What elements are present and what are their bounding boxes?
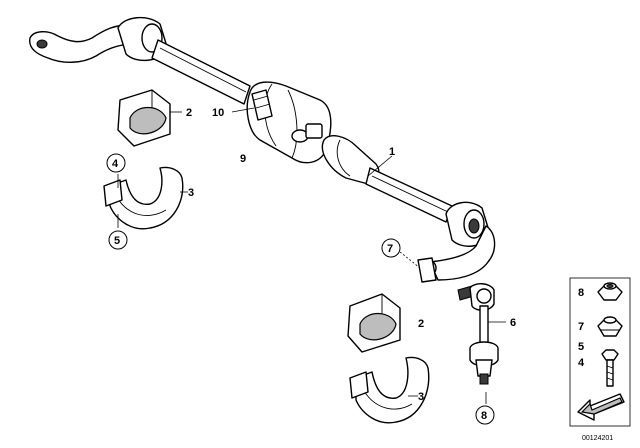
stabilizer-bar-tube-right [365,167,453,223]
rubber-mounting-upper [117,89,171,147]
stabilizer-link-upper [417,257,437,283]
stabilizer-bar-right-end [429,225,496,281]
callout-2-lower: 2 [418,318,424,330]
callout-4: 4 [112,158,119,170]
callout-7: 7 [387,243,393,255]
leader-lines [117,107,506,404]
callout-1: 1 [389,146,395,158]
stabilizer-link [457,283,499,385]
rubber-mounting-lower [347,293,401,353]
callout-10: 10 [212,107,224,119]
bracket-upper [103,166,184,230]
legend-5: 5 [578,341,584,353]
callout-6: 6 [510,317,516,329]
callout-8: 8 [481,410,487,422]
legend-4: 4 [578,357,585,369]
callout-5-circle [108,230,128,250]
callout-8-circle [475,405,495,425]
hardware-legend: 8 7 5 4 [569,277,631,427]
legend-7: 7 [578,321,584,333]
stabilizer-bar [29,17,496,281]
callout-5: 5 [114,235,120,247]
callouts: 1 2 2 3 3 4 5 6 7 8 9 10 [106,107,516,425]
callout-4-circle [106,153,126,173]
connector [251,89,273,121]
link-rod [479,305,489,347]
callout-3-lower: 3 [418,391,424,403]
legend-8: 8 [578,287,584,299]
callout-9: 9 [240,153,246,165]
callout-2-upper: 2 [186,107,192,119]
stabilizer-bar-tube-left [151,39,251,105]
document-number: 00124201 [582,435,613,442]
nut-icon [597,282,623,301]
hex-bolt-icon [601,349,619,387]
arrow-icon [577,393,625,421]
stabilizer-bar-eye [36,39,48,49]
callout-7-circle [381,238,401,258]
callout-3-upper: 3 [188,187,194,199]
self-locking-nut-icon [597,316,623,337]
bracket-lower [349,356,430,424]
